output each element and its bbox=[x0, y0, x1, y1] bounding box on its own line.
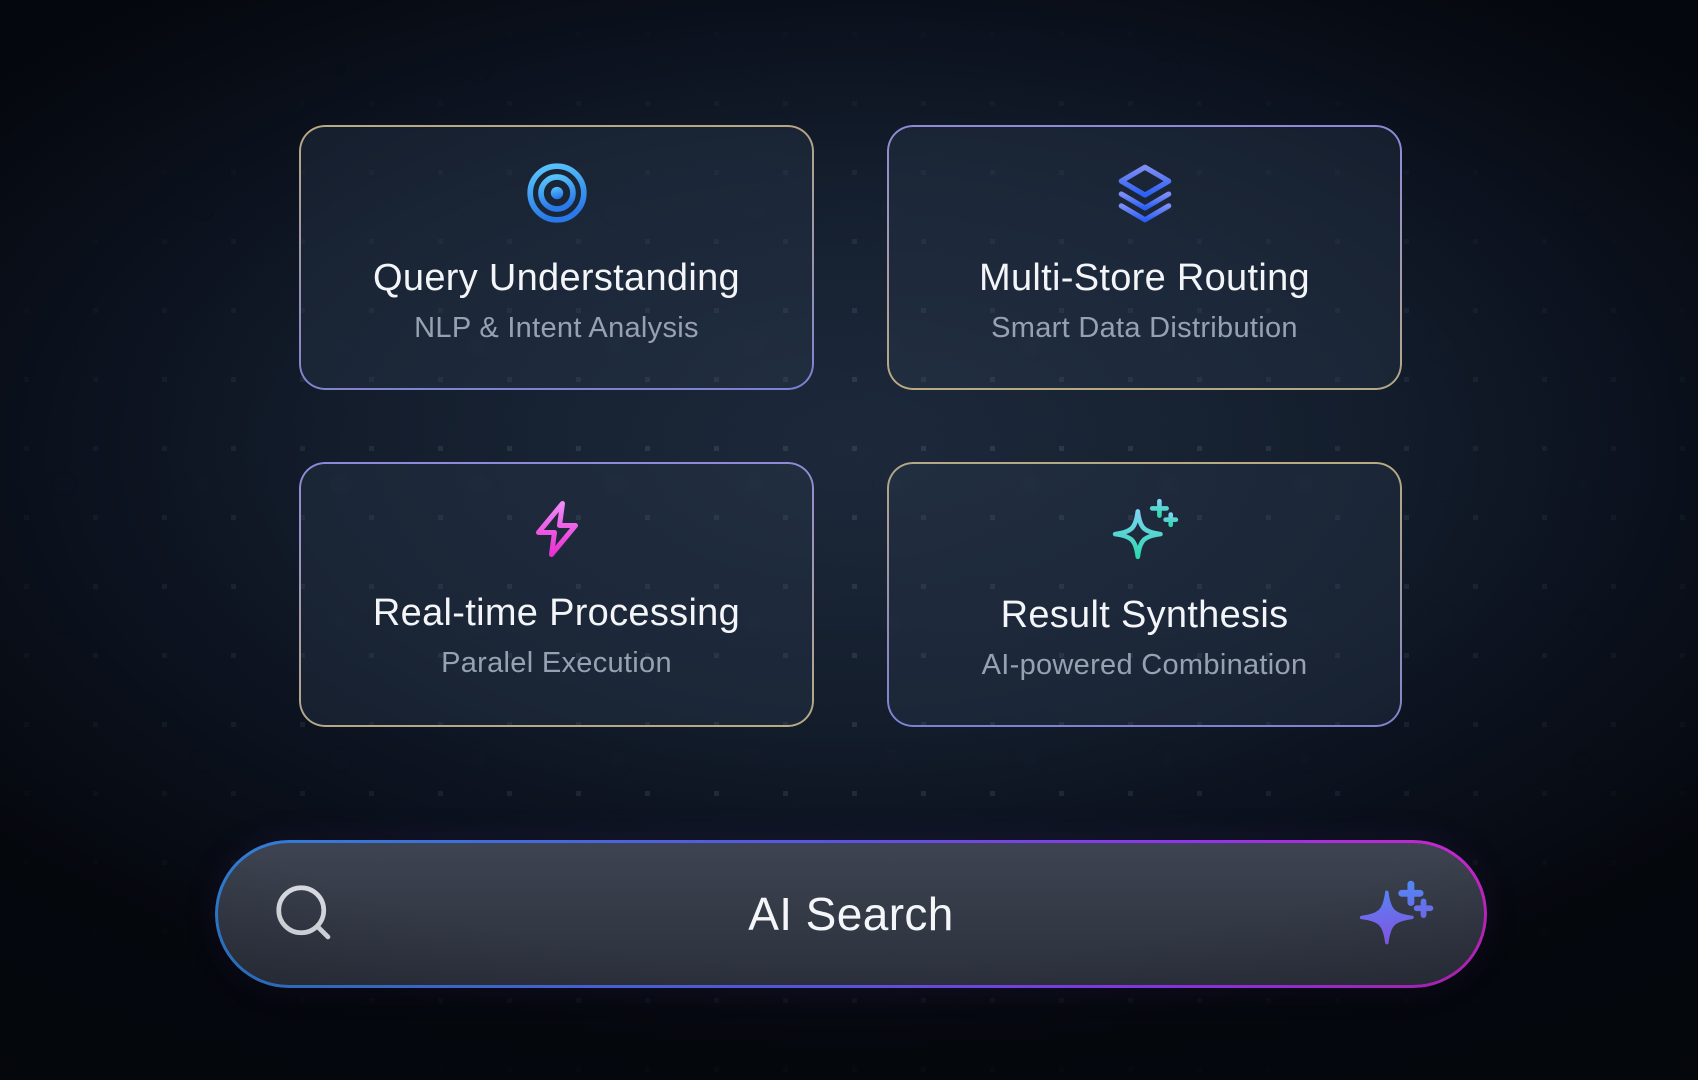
card-subtitle: NLP & Intent Analysis bbox=[414, 311, 699, 344]
card-title: Result Synthesis bbox=[1000, 594, 1289, 636]
ai-search-bar[interactable]: AI Search bbox=[215, 840, 1487, 988]
layers-icon bbox=[1118, 164, 1171, 223]
card-query-understanding[interactable]: Query Understanding NLP & Intent Analysi… bbox=[299, 125, 814, 390]
search-icon bbox=[276, 885, 331, 940]
card-multi-store-routing[interactable]: Multi-Store Routing Smart Data Distribut… bbox=[887, 125, 1402, 390]
target-icon bbox=[526, 163, 587, 223]
card-title: Multi-Store Routing bbox=[979, 257, 1310, 299]
ai-sparkles-icon[interactable] bbox=[1357, 877, 1435, 951]
card-subtitle: AI-powered Combination bbox=[981, 648, 1308, 681]
card-title: Real-time Processing bbox=[372, 592, 741, 634]
card-subtitle: Smart Data Distribution bbox=[991, 311, 1298, 344]
lightning-icon bbox=[535, 501, 578, 557]
card-real-time-processing[interactable]: Real-time Processing Paralel Execution bbox=[299, 462, 814, 727]
card-subtitle: Paralel Execution bbox=[441, 646, 672, 679]
card-title: Query Understanding bbox=[373, 257, 740, 299]
search-label: AI Search bbox=[748, 888, 954, 940]
sparkle-icon bbox=[1112, 498, 1178, 560]
card-result-synthesis[interactable]: Result Synthesis AI-powered Combination bbox=[887, 462, 1402, 727]
